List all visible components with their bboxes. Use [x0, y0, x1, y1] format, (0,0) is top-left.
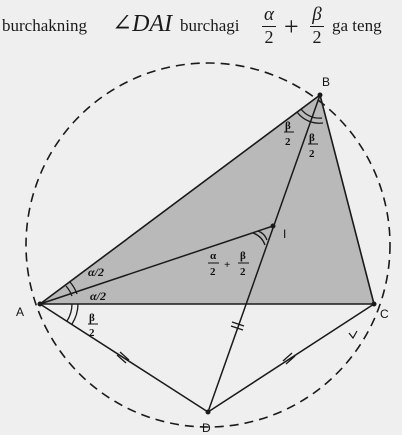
label-c: C — [380, 307, 389, 321]
equal-tick-dc — [282, 352, 296, 365]
segment-ai — [39, 225, 274, 305]
vertex-a — [37, 301, 43, 307]
label-beta-half-b-left: β 2 — [284, 120, 294, 148]
label-a: A — [16, 305, 24, 319]
equal-tick-id — [230, 321, 245, 331]
problem-statement: burchakning ∠DAI burchagi α 2 + β 2 ga t… — [0, 0, 402, 58]
angle-arc-i-1 — [252, 232, 266, 246]
vertex-d — [205, 409, 211, 415]
svg-text:β: β — [240, 250, 246, 262]
svg-text:β: β — [89, 312, 95, 324]
svg-text:2: 2 — [240, 266, 246, 278]
equal-tick-ad — [116, 351, 130, 364]
circumcircle — [25, 62, 391, 428]
fraction-beta-over-2: β 2 — [310, 5, 324, 47]
segment-ad — [39, 303, 209, 413]
angle-arc-a-2 — [65, 285, 73, 297]
angle-arc-a-4 — [66, 303, 73, 322]
svg-text:β: β — [285, 120, 291, 132]
arc-mark-c — [348, 330, 358, 340]
label-alpha-half-lower: α/2 — [90, 289, 106, 303]
label-alpha-half-upper: α/2 — [88, 265, 104, 279]
svg-text:β: β — [309, 132, 315, 144]
svg-text:α: α — [210, 250, 217, 262]
angle-arc-b-2 — [300, 108, 323, 119]
statement-text-suffix: ga teng — [332, 16, 382, 35]
triangle-abc — [37, 93, 376, 305]
angle-arc-b-1 — [296, 111, 324, 124]
label-alpha-plus-beta-i: α 2 + β 2 — [208, 250, 249, 278]
angle-arc-i-2 — [257, 230, 268, 241]
statement-text-prefix: burchakning — [2, 16, 87, 35]
segment-bd — [207, 94, 321, 413]
svg-text:2: 2 — [285, 136, 291, 148]
svg-text:2: 2 — [89, 327, 95, 339]
segment-dc — [207, 303, 375, 413]
plus-sign: + — [284, 12, 299, 41]
label-d: D — [202, 421, 211, 435]
statement-text-middle: burchagi — [180, 16, 240, 35]
angle-arc-a-3 — [71, 303, 79, 325]
svg-text:2: 2 — [210, 266, 216, 278]
label-i: I — [283, 227, 286, 241]
angle-dai: ∠DAI — [112, 11, 173, 37]
svg-text:2: 2 — [309, 148, 315, 160]
label-beta-half-a: β 2 — [88, 312, 98, 339]
fraction-alpha-over-2: α 2 — [262, 5, 276, 47]
label-beta-half-b-right: β 2 — [308, 132, 318, 160]
angle-arc-a-1 — [69, 281, 78, 295]
incenter-i — [270, 223, 276, 229]
svg-text:+: + — [224, 259, 230, 271]
label-b: B — [322, 75, 330, 89]
vertex-c — [371, 301, 377, 307]
vertex-b — [317, 92, 323, 98]
